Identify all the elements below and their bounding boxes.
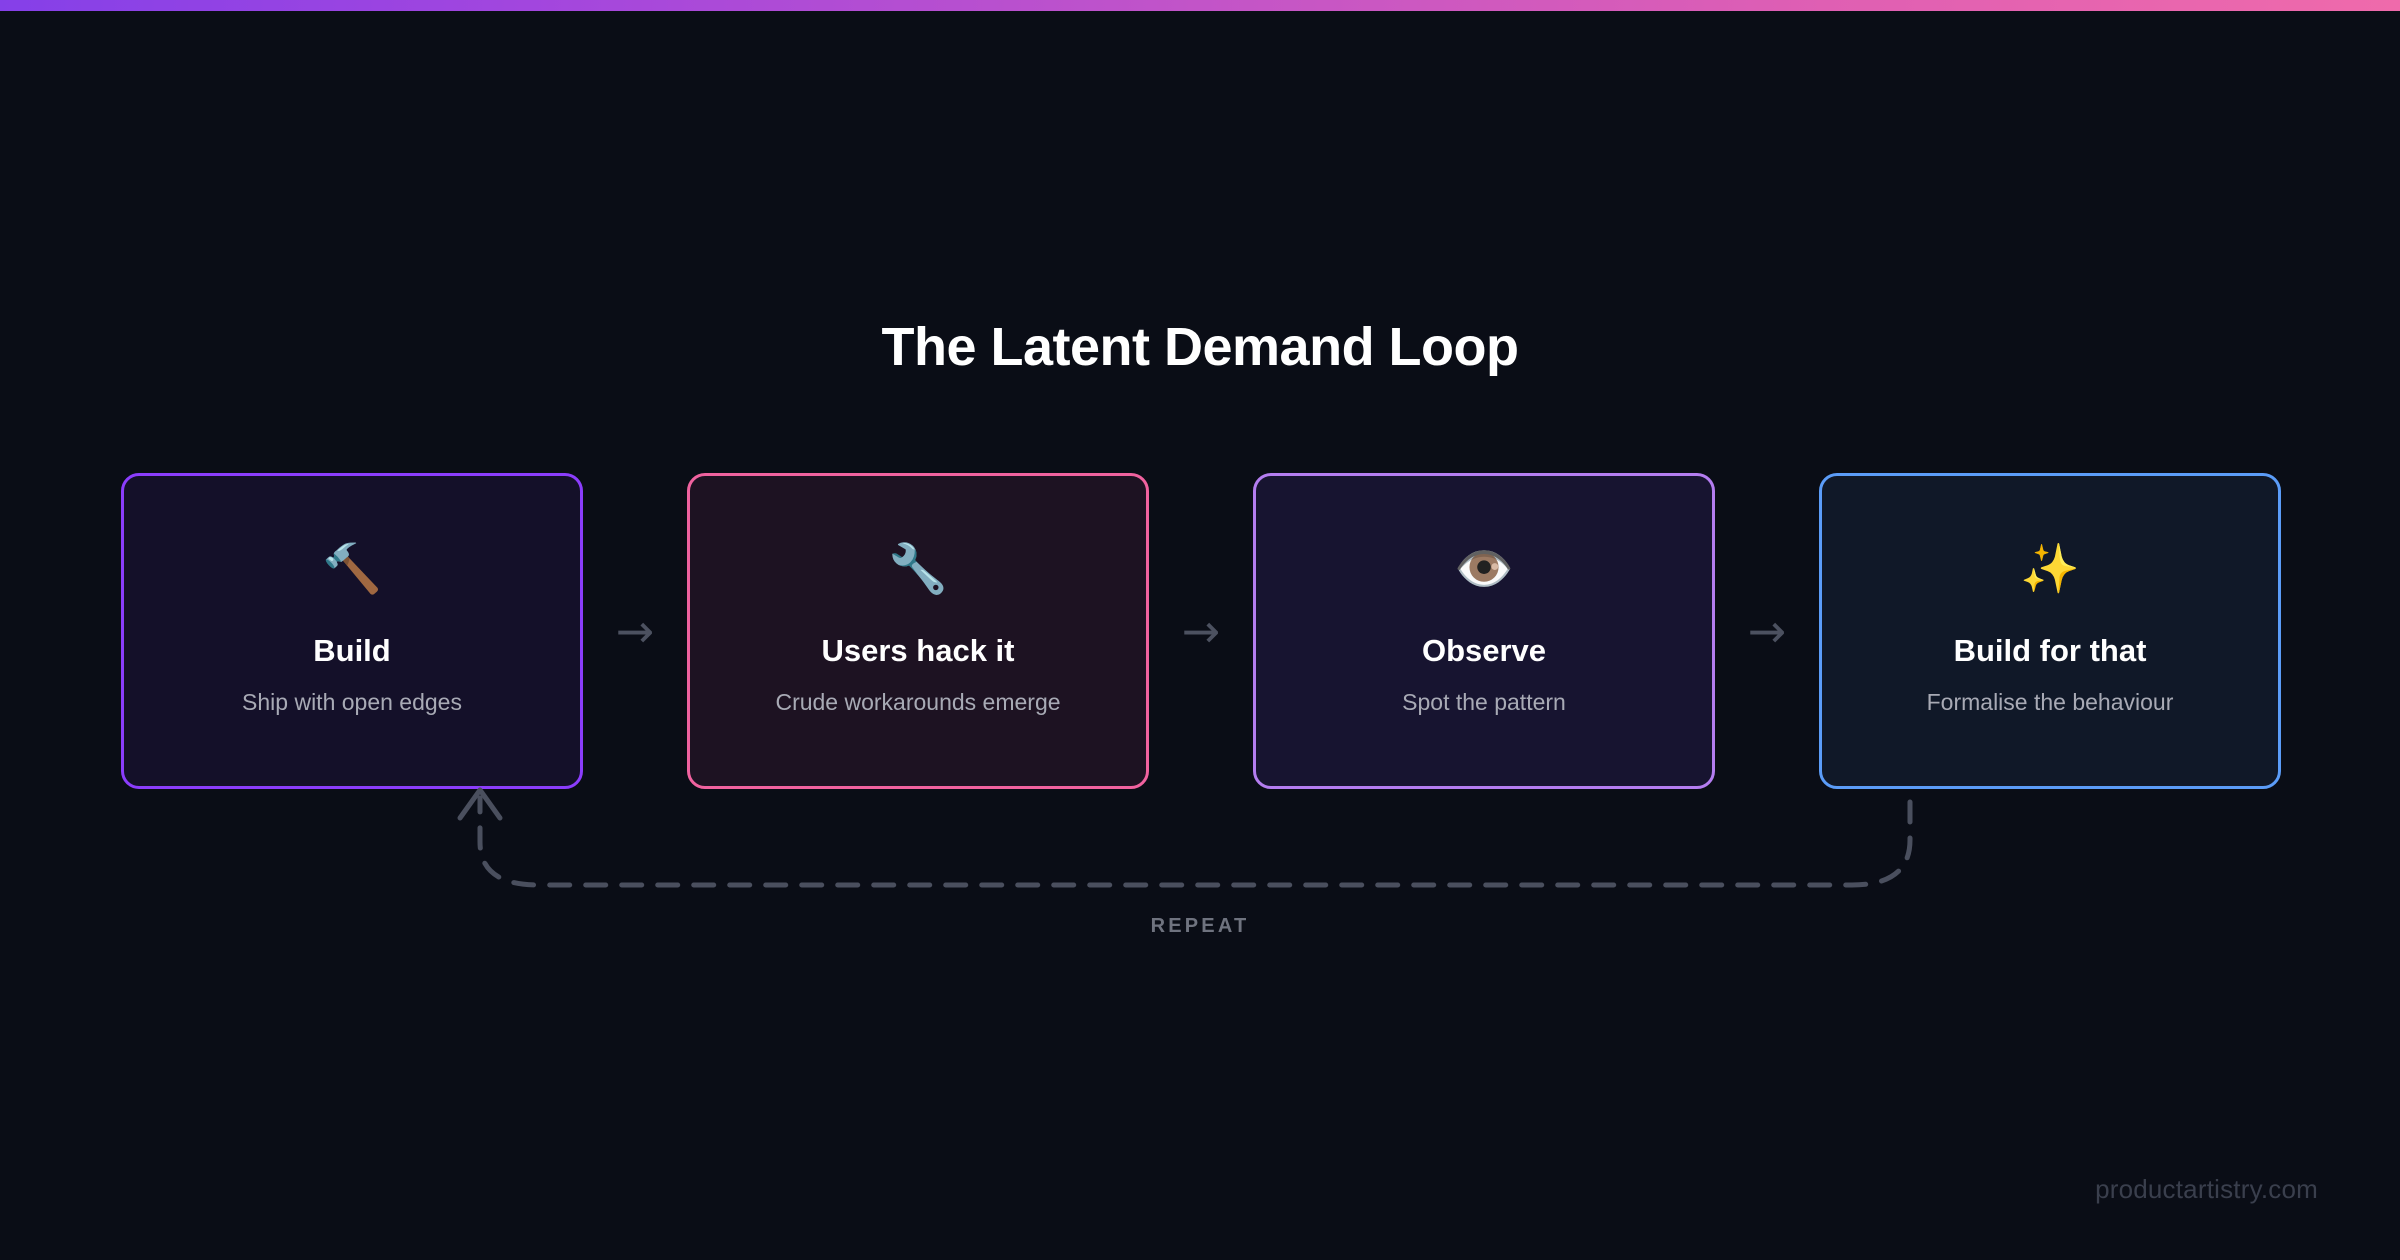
flow-card-users-hack-it[interactable]: 🔧 Users hack it Crude workarounds emerge [687, 473, 1149, 789]
flow-card-observe[interactable]: 👁️ Observe Spot the pattern [1253, 473, 1715, 789]
flow-card-build-for-that[interactable]: ✨ Build for that Formalise the behaviour [1819, 473, 2281, 789]
arrow-right-icon-2: → [1181, 604, 1221, 658]
repeat-loop-path [477, 795, 1913, 888]
flow-card-build[interactable]: 🔨 Build Ship with open edges [121, 473, 583, 789]
top-gradient-bar [0, 0, 2400, 11]
flow-card-subtitle: Ship with open edges [242, 689, 462, 716]
eye-emoji: 👁️ [1454, 543, 1514, 597]
arrow-right-icon-1: → [615, 604, 655, 658]
flow-card-title: Build for that [1953, 633, 2147, 669]
sparkles-emoji: ✨ [2020, 543, 2080, 597]
page-title: The Latent Demand Loop [881, 317, 1520, 377]
arrow-right-icon-3: → [1747, 604, 1787, 658]
flow-card-subtitle: Crude workarounds emerge [775, 689, 1061, 716]
flow-card-title: Users hack it [821, 633, 1015, 669]
repeat-label: REPEAT [1150, 915, 1250, 937]
flow-card-subtitle: Spot the pattern [1402, 689, 1566, 716]
flow-card-title: Observe [1421, 633, 1547, 669]
repeat-loop-arrow [457, 787, 1913, 888]
flow-steps-row: 🔨 Build Ship with open edges → 🔧 Users h… [121, 472, 2281, 790]
site-watermark: productartistry.com [2095, 1174, 2318, 1204]
repeat-loop-arrowhead [457, 787, 503, 821]
flow-card-subtitle: Formalise the behaviour [1926, 689, 2174, 716]
hammer-emoji: 🔨 [322, 543, 382, 597]
flow-card-title: Build [313, 633, 391, 669]
wrench-emoji: 🔧 [888, 543, 948, 597]
